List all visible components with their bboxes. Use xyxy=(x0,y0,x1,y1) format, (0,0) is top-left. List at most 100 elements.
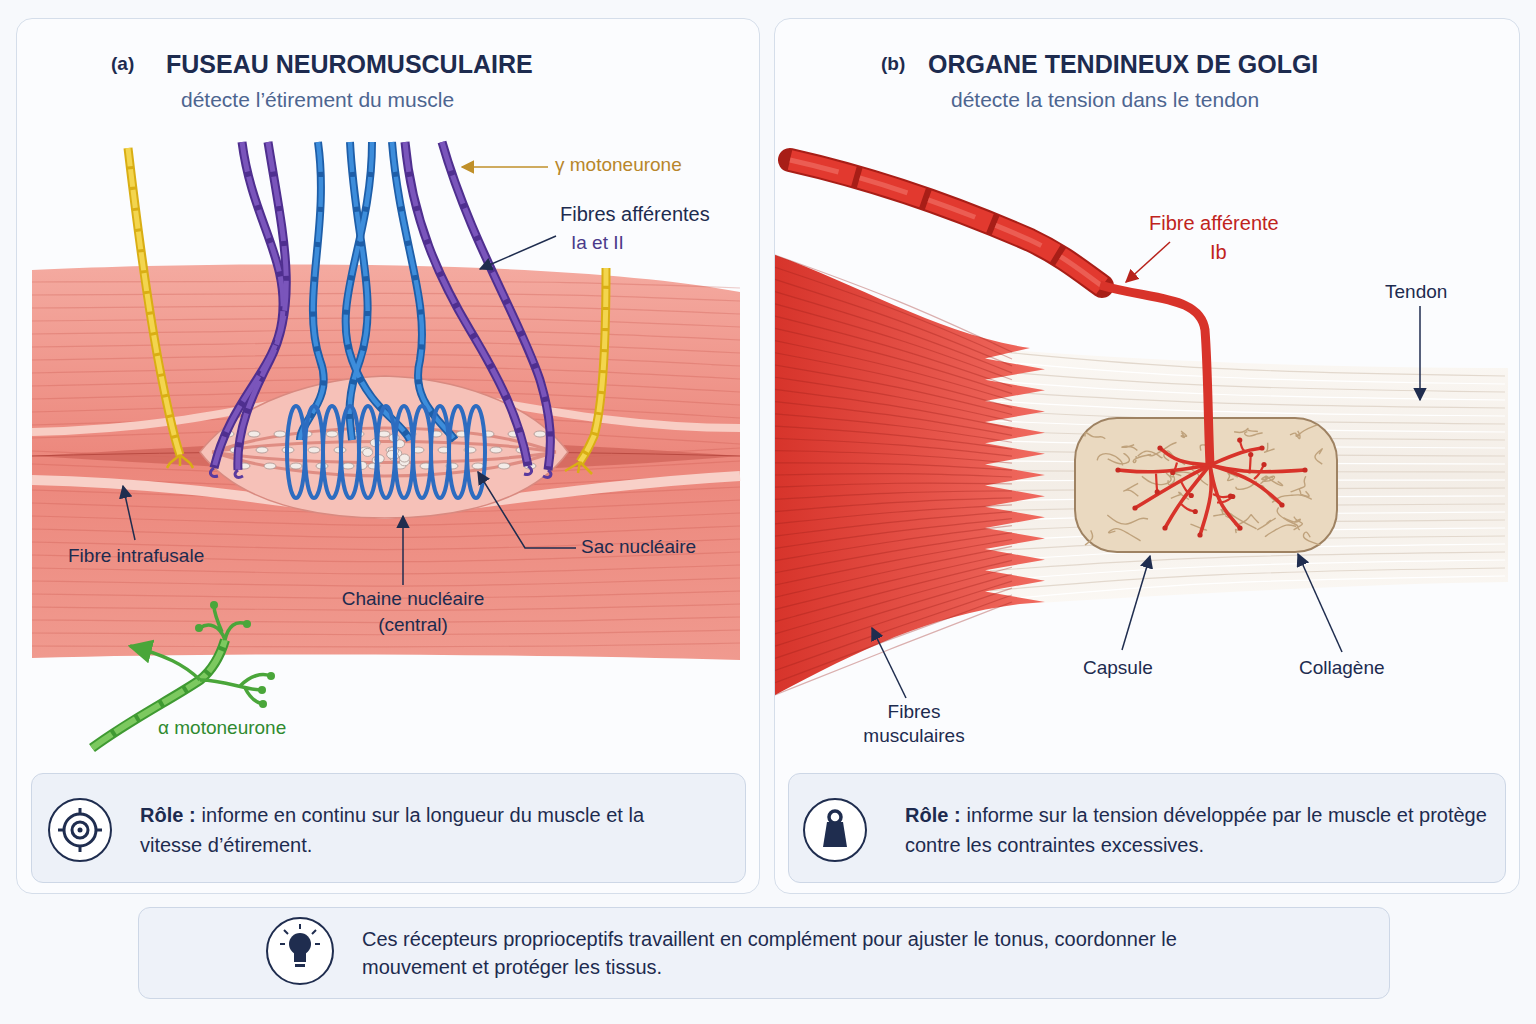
spindle-capsule xyxy=(214,452,554,476)
collagen-fiber xyxy=(1181,431,1187,437)
muscle-striation xyxy=(32,306,740,314)
muscle-striation xyxy=(775,463,1012,470)
nerve-ending xyxy=(1180,503,1196,512)
nerve-ending xyxy=(1132,505,1137,510)
part-label: Sac nucléaire xyxy=(581,536,696,558)
nerve-ending xyxy=(1157,445,1162,450)
leader-line xyxy=(1126,242,1170,282)
alpha-motor-neuron xyxy=(210,601,218,609)
collagen-fiber xyxy=(1266,476,1283,485)
nucleus xyxy=(264,463,276,469)
muscle-tissue xyxy=(32,264,740,660)
nerve-ending xyxy=(1115,438,1307,538)
collagen-fiber xyxy=(1265,443,1275,452)
collagen-fiber xyxy=(1097,454,1122,466)
afferent-fiber xyxy=(790,160,1102,286)
tendon xyxy=(985,348,1508,606)
muscle-striation xyxy=(775,279,1012,365)
muscle-striation xyxy=(32,293,740,301)
alpha-motor-neuron xyxy=(200,606,246,640)
lightbulb-icon xyxy=(267,918,333,984)
gamma-motor-neuron xyxy=(580,268,606,462)
alpha-motor-neuron xyxy=(92,640,225,748)
nucleus xyxy=(363,448,373,456)
nerve-ending xyxy=(1237,438,1242,443)
muscle-striation xyxy=(32,330,740,340)
annulospiral-ending xyxy=(287,406,485,498)
tendon xyxy=(985,348,1508,606)
annulospiral-ending xyxy=(341,406,359,498)
annulospiral-ending xyxy=(467,406,485,498)
muscle-striation xyxy=(775,498,1012,512)
nucleus xyxy=(498,463,510,469)
fiber-type-label: Ib xyxy=(1210,241,1227,263)
nucleus xyxy=(308,447,320,453)
nerve-ending xyxy=(1248,452,1253,457)
muscle-tissue xyxy=(32,264,740,660)
afferent-fiber xyxy=(442,142,550,470)
nucleus xyxy=(326,431,338,437)
panel-background xyxy=(16,18,760,894)
part-label: Fibres afférentes xyxy=(560,203,710,225)
target-icon xyxy=(58,808,102,852)
collagen-fiber xyxy=(1315,449,1322,464)
panel-title: FUSEAU NEUROMUSCULAIRE xyxy=(166,49,533,79)
muscle-striation xyxy=(32,591,740,598)
muscle-striation xyxy=(775,316,1012,387)
role-box: Rôle :informe en continu sur la longueur… xyxy=(31,773,746,883)
nucleus xyxy=(222,431,546,469)
muscle-striation xyxy=(775,581,1012,658)
nerve-ending xyxy=(1230,494,1235,499)
leader-line xyxy=(123,236,576,585)
annulospiral-ending xyxy=(413,406,431,498)
alpha-motor-neuron xyxy=(200,674,270,704)
spindle-capsule xyxy=(212,442,556,453)
tendon-fiber xyxy=(990,401,1505,416)
afferent-fiber xyxy=(1100,285,1210,465)
leader-line xyxy=(872,306,1420,698)
annulospiral-ending xyxy=(431,406,449,498)
afferent-fiber xyxy=(211,142,551,477)
muscle-striation xyxy=(775,560,1012,621)
collagen-fiber xyxy=(1122,445,1137,451)
muscle-striation xyxy=(775,512,1012,536)
role-heading: Rôle : xyxy=(140,804,196,826)
muscle-striation xyxy=(775,526,1012,561)
nerve-ending xyxy=(1160,448,1210,465)
lightbulb-icon xyxy=(267,918,333,984)
nucleus xyxy=(274,431,286,437)
leader-line xyxy=(462,166,548,168)
panel: (a)FUSEAU NEUROMUSCULAIREdétecte l’étire… xyxy=(16,18,760,894)
afferent-fiber xyxy=(211,466,551,477)
collagen-fiber xyxy=(1290,425,1317,436)
part-label: Collagène xyxy=(1299,657,1385,679)
nerve-ending xyxy=(1162,525,1167,530)
weight-icon xyxy=(823,822,847,847)
collagen-fiber xyxy=(1303,532,1320,545)
muscle-striation xyxy=(775,519,1012,549)
lightbulb-icon xyxy=(289,933,311,955)
afferent-fiber xyxy=(790,160,1102,286)
leader-line xyxy=(1298,554,1342,652)
gamma-motor-neuron xyxy=(565,462,592,474)
muscle-striation xyxy=(32,630,740,635)
afferent-fiber xyxy=(392,142,455,440)
part-label: Tendon xyxy=(1385,281,1447,303)
afferent-fiber xyxy=(211,466,551,477)
muscle-striation xyxy=(775,588,1012,670)
collagen-fiber xyxy=(1294,517,1303,530)
muscle-striation xyxy=(775,292,1012,373)
lightbulb-icon xyxy=(295,964,305,967)
alpha-motor-neuron xyxy=(92,640,225,748)
role-box: Rôle :informe sur la tension développée … xyxy=(788,773,1506,883)
leader-line xyxy=(402,516,404,585)
muscle-striation xyxy=(32,604,740,610)
target-icon xyxy=(49,799,111,861)
nerve-ending xyxy=(1210,448,1262,465)
leader-line xyxy=(480,236,556,269)
muscle-striation xyxy=(775,377,1012,421)
annulospiral-ending xyxy=(449,406,467,498)
annulospiral-ending xyxy=(359,406,377,498)
collagen-fiber xyxy=(1245,432,1263,437)
